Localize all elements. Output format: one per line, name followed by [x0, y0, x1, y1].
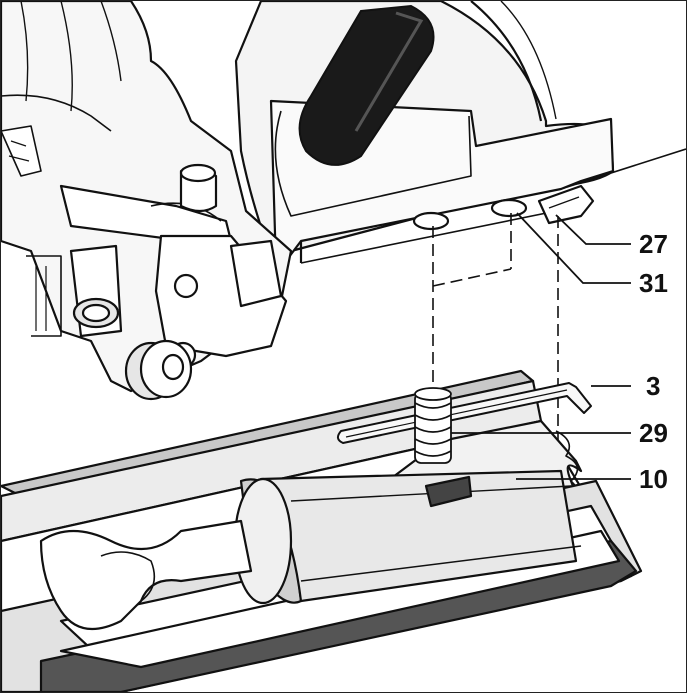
base-plate: [1, 369, 643, 692]
saw-housing: [1, 1, 686, 401]
callout-label-27: 27: [639, 229, 668, 259]
assembly-dashed-lines: [432, 213, 559, 471]
callout-leaders: [451, 212, 631, 480]
callout-label-3: 3: [646, 371, 661, 401]
callout-label-31: 31: [639, 268, 668, 298]
compression-spring: [414, 387, 452, 464]
handle-grip: [298, 4, 435, 166]
callout-label-10: 10: [639, 464, 668, 494]
callout-label-29: 29: [639, 418, 668, 448]
pin-rod: [337, 382, 592, 444]
